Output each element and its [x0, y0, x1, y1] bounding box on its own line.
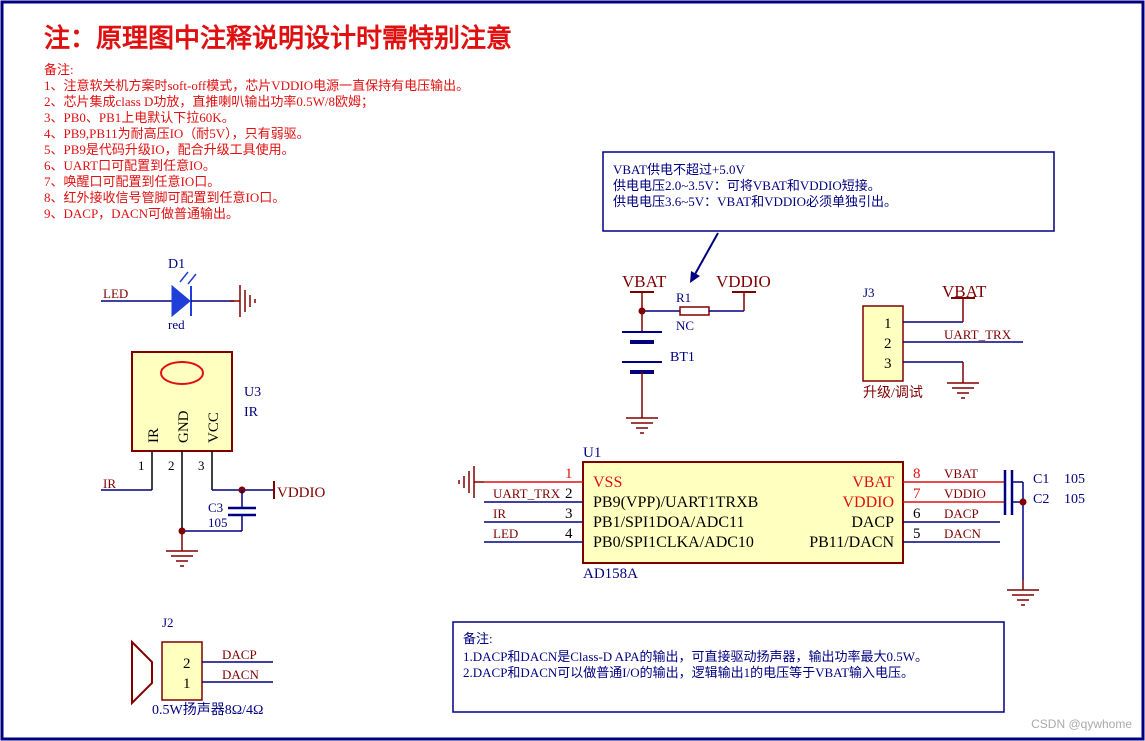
note-arrow	[693, 232, 719, 277]
u1-pin-number: 8	[913, 466, 921, 482]
notes-bottom-box: 备注: 1.DACP和DACN是Class-D APA的输出，可直接驱动扬声器，…	[452, 621, 1005, 713]
ir-pin-number: 2	[168, 458, 175, 473]
u1-pin-number: 5	[913, 526, 921, 542]
note-item: 2、芯片集成class D功放，直推喇叭输出功率0.5W/8欧姆；	[44, 94, 374, 110]
u1-pin-net: VDDIO	[944, 486, 986, 501]
note-item: 3、PB0、PB1上电默认下拉60K。	[44, 110, 235, 125]
j2-net: DACP	[222, 647, 257, 662]
led-net-label: LED	[103, 286, 128, 301]
c2-value: 105	[1064, 492, 1085, 507]
ir-supply-label: VDDIO	[277, 485, 325, 501]
ir-cap-ref: C3	[208, 500, 223, 515]
j3-pin: 3	[884, 356, 892, 372]
speaker-icon	[131, 639, 153, 706]
notes-top: 备注: 1、注意软关机方案时soft-off模式，芯片VDDIO电源一直保持有电…	[44, 62, 469, 221]
ir-net-label: IR	[103, 476, 116, 491]
resistor-ref: R1	[676, 290, 691, 305]
note-item: 8、红外接收信号管脚可配置到任意IO口。	[44, 190, 285, 205]
note-arrow-head	[690, 271, 700, 283]
resistor-value: NC	[676, 318, 694, 333]
j3-desc: 升级/调试	[863, 385, 923, 401]
u1-pin-net: VBAT	[944, 466, 978, 481]
j3-ref: J3	[863, 285, 875, 300]
ir-pin-name: IR	[146, 428, 162, 443]
u1-pin-name: VSS	[593, 474, 622, 491]
j3-vbat-label: VBAT	[942, 282, 987, 301]
ir-ref: U3	[244, 385, 261, 400]
u1-pin-number: 4	[565, 526, 573, 542]
ir-receiver-u3: IR GND VCC U3 IR 1 2 3 IR VDDIO C3 105	[101, 351, 325, 567]
note-item: 9、DACP，DACN可做普通输出。	[44, 206, 239, 221]
ir-pin-number: 1	[138, 458, 145, 473]
vbat-note-line: VBAT供电不超过+5.0V	[613, 162, 746, 177]
u1-pin-number: 7	[913, 486, 921, 502]
c1-ref: C1	[1033, 472, 1049, 487]
ir-pin-name: GND	[176, 410, 192, 443]
page-title: 注：原理图中注释说明设计时需特别注意	[44, 23, 512, 53]
led-d1: LED D1 red	[101, 257, 256, 332]
j2-desc: 0.5W扬声器8Ω/4Ω	[152, 702, 263, 718]
ir-cap-value: 105	[208, 515, 228, 530]
j2-ref: J2	[162, 615, 174, 630]
vbat-note-line: 供电电压2.0~3.5V：可将VBAT和VDDIO短接。	[613, 178, 881, 193]
ir-pin-number: 3	[198, 458, 205, 473]
battery-vddio-label: VDDIO	[716, 272, 771, 291]
u1-value: AD158A	[583, 566, 638, 582]
vbat-note-line: 供电电压3.6~5V：VBAT和VDDIO必须单独引出。	[613, 194, 897, 209]
u1-pin-net: DACP	[944, 506, 979, 521]
j2-pin: 1	[183, 676, 191, 692]
c1-value: 105	[1064, 472, 1085, 487]
u1-ref: U1	[583, 445, 601, 461]
battery-vbat-label: VBAT	[622, 272, 667, 291]
u1-pin-name: DACP	[851, 514, 894, 531]
speaker-j2: J2 2 1 DACP DACN 0.5W扬声器8Ω/4Ω	[131, 615, 273, 718]
vbat-note-box: VBAT供电不超过+5.0V 供电电压2.0~3.5V：可将VBAT和VDDIO…	[602, 151, 1055, 283]
ir-pin-name: VCC	[206, 412, 222, 443]
ir-value: IR	[244, 405, 259, 420]
led-ref: D1	[168, 257, 185, 272]
u1-pin-name: PB11/DACN	[809, 534, 894, 551]
note-item: 1、注意软关机方案时soft-off模式，芯片VDDIO电源一直保持有电压输出。	[44, 78, 469, 93]
j3-uart-label: UART_TRX	[944, 327, 1012, 342]
led-value: red	[168, 317, 185, 332]
c2-ref: C2	[1033, 492, 1049, 507]
j2-net: DACN	[222, 667, 259, 682]
u1-pin-number: 3	[565, 506, 573, 522]
note-item: 5、PB9是代码升级IO，配合升级工具使用。	[44, 142, 295, 157]
note-item: 7、唤醒口可配置到任意IO口。	[44, 174, 220, 189]
led-triangle	[171, 284, 191, 318]
u1-pin-name: PB9(VPP)/UART1TRXB	[593, 494, 758, 511]
notes-bottom-heading: 备注:	[463, 631, 493, 646]
battery-ref: BT1	[670, 350, 695, 365]
u1-pin-name: PB1/SPI1DOA/ADC11	[593, 514, 744, 531]
notes-top-heading: 备注:	[44, 62, 74, 77]
u1-pin-net: DACN	[944, 526, 981, 541]
u1-pin-net: UART_TRX	[493, 486, 561, 501]
j2-pin: 2	[183, 656, 191, 672]
u1-pin-name: PB0/SPI1CLKA/ADC10	[593, 534, 754, 551]
note-item: 6、UART口可配置到任意IO。	[44, 158, 216, 173]
u1-pin-name: VDDIO	[842, 494, 894, 511]
u1-pin-number: 6	[913, 506, 921, 522]
u1-pin-net: IR	[493, 506, 506, 521]
note-item: 2.DACP和DACN可以做普通I/O的输出，逻辑输出1的电压等于VBAT输入电…	[463, 665, 914, 680]
u1-pin-number: 2	[565, 486, 573, 502]
u1-pin-number: 1	[565, 466, 573, 482]
u1-pin-name: VBAT	[852, 474, 894, 491]
note-item: 1.DACP和DACN是Class-D APA的输出，可直接驱动扬声器，输出功率…	[463, 649, 928, 664]
battery-bt1: VBAT VDDIO R1 NC BT1	[622, 272, 771, 434]
chip-u1: U1 AD158A 1 2 3 4 UART_TRX IR LED VSS PB…	[458, 445, 1085, 606]
j3-pin: 1	[884, 316, 892, 332]
note-item: 4、PB9,PB11为耐高压IO（耐5V），只有弱驱。	[44, 126, 310, 141]
u1-pin-net: LED	[493, 526, 518, 541]
j3-pin: 2	[884, 336, 892, 352]
connector-j3: J3 1 2 3 VBAT UART_TRX 升级/调试	[862, 282, 1023, 401]
watermark: CSDN @qywhome	[1031, 717, 1132, 731]
